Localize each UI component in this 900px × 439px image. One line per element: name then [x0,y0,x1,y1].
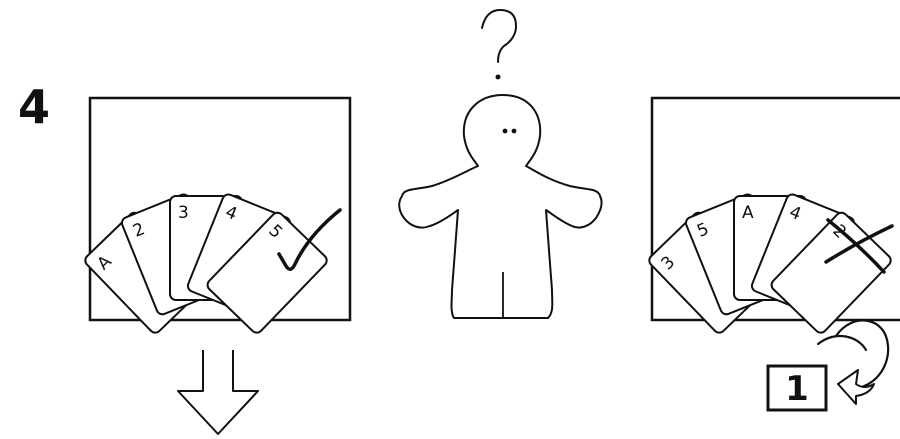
down-arrow-icon [178,350,258,434]
person-figure [399,95,601,318]
person-body [399,95,601,318]
card-label: A [742,203,754,223]
left-eye [503,129,508,134]
card-label: 3 [178,203,189,223]
circular-arrow-icon [836,320,888,388]
repeat-step-indicator: 1 [768,320,888,410]
arrow-head-icon [838,370,874,404]
repeat-step-number: 1 [785,369,809,409]
question-mark-icon [482,10,516,80]
right-eye [512,129,517,134]
